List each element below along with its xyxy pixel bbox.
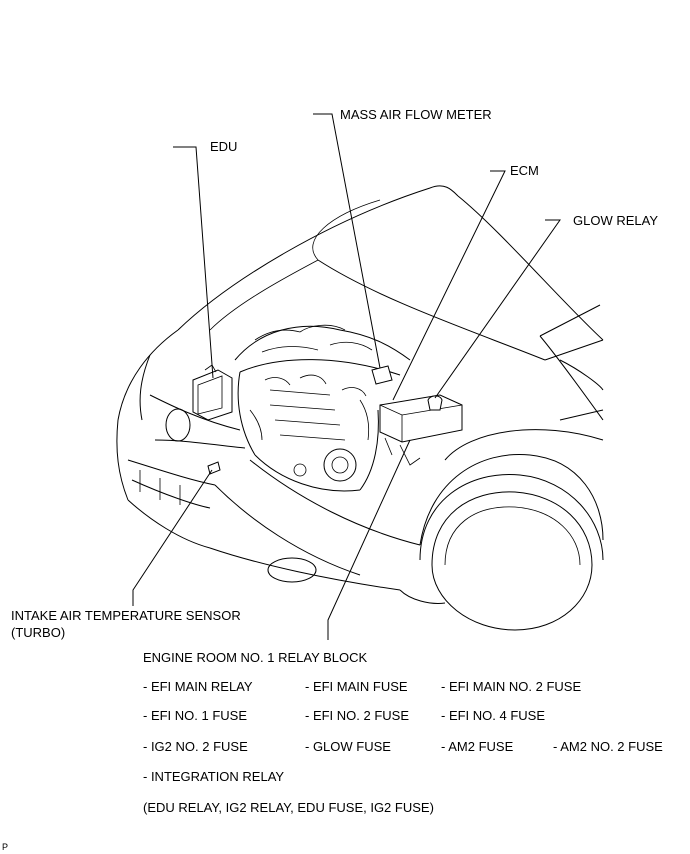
- label-mass-air-flow-meter: MASS AIR FLOW METER: [340, 107, 492, 122]
- relay-item: - EFI NO. 1 FUSE: [143, 708, 248, 723]
- relay-item: - AM2 FUSE: [441, 739, 514, 754]
- relay-item: - EFI MAIN RELAY: [143, 679, 253, 694]
- relay-item: - EFI MAIN FUSE: [305, 679, 408, 694]
- relay-item: - EFI NO. 2 FUSE: [305, 708, 410, 723]
- label-glow-relay: GLOW RELAY: [573, 213, 659, 228]
- relay-item: - INTEGRATION RELAY: [143, 769, 285, 784]
- label-relay-block: ENGINE ROOM NO. 1 RELAY BLOCK: [143, 650, 368, 665]
- relay-item: - GLOW FUSE: [305, 739, 391, 754]
- relay-item: - EFI NO. 4 FUSE: [441, 708, 546, 723]
- car-body-outline: [116, 185, 604, 631]
- label-edu: EDU: [210, 139, 238, 154]
- relay-item: - IG2 NO. 2 FUSE: [143, 739, 248, 754]
- relay-item: - AM2 NO. 2 FUSE: [553, 739, 663, 754]
- label-iat-sensor-turbo: (TURBO): [11, 625, 66, 640]
- leader-lines: [132, 113, 561, 640]
- mass-air-flow-meter: [371, 365, 393, 385]
- iat-sensor: [207, 461, 221, 475]
- relay-block-ecm: [379, 394, 463, 466]
- engine-assembly: [234, 324, 411, 492]
- corner-mark: P: [2, 842, 9, 852]
- relay-item-note: (EDU RELAY, IG2 RELAY, EDU FUSE, IG2 FUS…: [143, 800, 434, 815]
- label-ecm: ECM: [510, 163, 539, 178]
- relay-item: - EFI MAIN NO. 2 FUSE: [441, 679, 582, 694]
- label-iat-sensor: INTAKE AIR TEMPERATURE SENSOR: [11, 608, 241, 623]
